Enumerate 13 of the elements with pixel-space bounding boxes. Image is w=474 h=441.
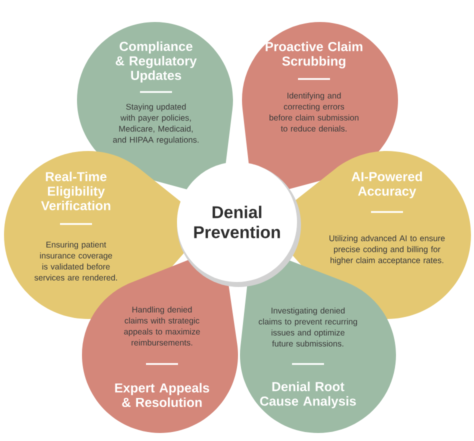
petal-heading: Proactive Claim Scrubbing bbox=[266, 42, 362, 68]
petal-description: Utilizing advanced AI to ensure precise coding and billing for higher claim acceptance rates. bbox=[330, 235, 445, 265]
center-title: Denial Prevention bbox=[194, 206, 280, 238]
petal-description: Staying updated with payer policies, Medicare, Medicaid, and HIPAA regulations. bbox=[113, 104, 199, 144]
petal-description: Investigating denied claims to prevent recurring issues and optimize future submissions. bbox=[258, 307, 358, 347]
petal-heading: Expert Appeals & Resolution bbox=[115, 382, 210, 407]
petal-description: Identifying and correcting errors before claim submission to reduce denials. bbox=[270, 92, 358, 132]
petal-heading: Compliance & Regulatory Updates bbox=[116, 41, 197, 83]
petal-heading: Real-Time Eligibility Verification bbox=[41, 172, 110, 210]
petal-description: Ensuring patient insurance coverage is validated before services are rendered. bbox=[34, 241, 117, 281]
petal-heading: AI-Powered Accuracy bbox=[352, 172, 422, 198]
petal-heading: Denial Root Cause Analysis bbox=[260, 382, 356, 408]
petal-description: Handling denied claims with strategic appeals to maximize reimbursements. bbox=[124, 306, 200, 346]
